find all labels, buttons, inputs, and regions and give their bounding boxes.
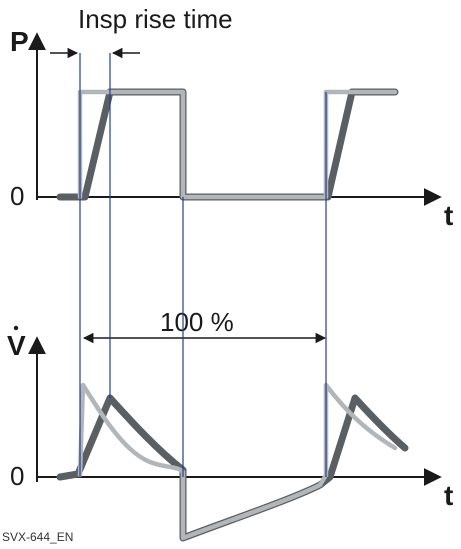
pressure-axis-label: P bbox=[10, 26, 29, 57]
rise-time-label: Insp rise time bbox=[78, 4, 233, 34]
percent-label: 100 % bbox=[160, 307, 234, 337]
flow-dot-marker bbox=[13, 325, 19, 331]
zero-label-bottom: 0 bbox=[10, 461, 24, 491]
figure-id-label: SVX-644_EN bbox=[2, 530, 73, 544]
flow-trace-fast-rise bbox=[77, 382, 398, 541]
flow-axis-label: V bbox=[7, 330, 26, 361]
time-axis-label-top: t bbox=[444, 200, 453, 231]
zero-label-top: 0 bbox=[10, 181, 24, 211]
time-axis-label-bottom: t bbox=[444, 480, 453, 511]
